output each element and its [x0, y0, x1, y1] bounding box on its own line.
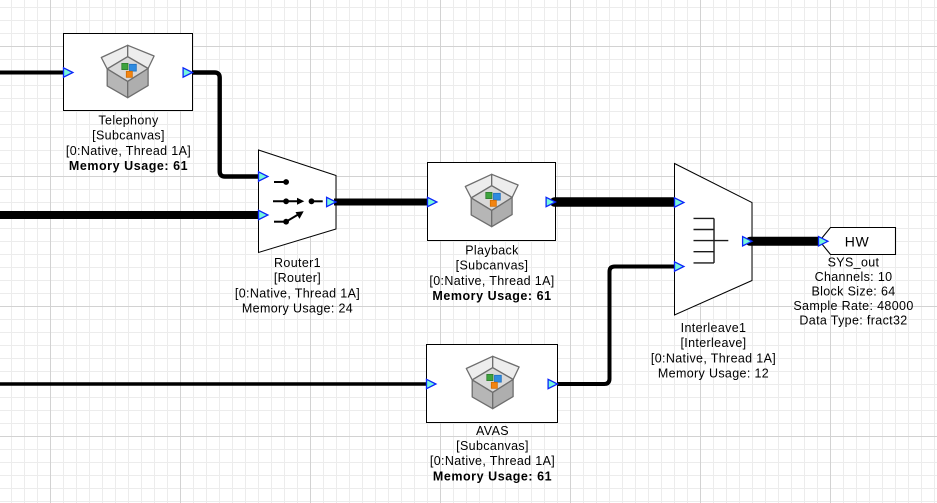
svg-text:[Subcanvas]: [Subcanvas] [456, 259, 529, 273]
svg-text:Sample Rate: 48000: Sample Rate: 48000 [793, 299, 913, 313]
svg-text:Block Size: 64: Block Size: 64 [811, 285, 895, 299]
svg-text:SYS_out: SYS_out [828, 256, 880, 270]
svg-text:Memory Usage: 12: Memory Usage: 12 [658, 366, 769, 380]
svg-text:[0:Native, Thread 1A]: [0:Native, Thread 1A] [651, 351, 776, 365]
svg-text:Memory Usage: 61: Memory Usage: 61 [432, 289, 551, 303]
svg-text:Memory Usage: 61: Memory Usage: 61 [433, 469, 552, 483]
svg-text:[0:Native, Thread 1A]: [0:Native, Thread 1A] [66, 144, 191, 158]
svg-text:[Subcanvas]: [Subcanvas] [456, 439, 529, 453]
svg-text:Router1: Router1 [274, 256, 321, 270]
svg-text:Telephony: Telephony [98, 113, 159, 127]
svg-text:[0:Native, Thread 1A]: [0:Native, Thread 1A] [430, 454, 555, 468]
svg-text:[Router]: [Router] [274, 271, 321, 285]
svg-text:Memory Usage: 24: Memory Usage: 24 [242, 302, 353, 316]
svg-text:Playback: Playback [465, 243, 519, 257]
svg-text:HW: HW [845, 234, 870, 250]
svg-text:Data Type: fract32: Data Type: fract32 [799, 314, 907, 328]
svg-text:[Subcanvas]: [Subcanvas] [92, 129, 165, 143]
svg-text:[0:Native, Thread 1A]: [0:Native, Thread 1A] [235, 286, 360, 300]
svg-text:Memory Usage: 61: Memory Usage: 61 [69, 159, 188, 173]
svg-text:[0:Native, Thread 1A]: [0:Native, Thread 1A] [429, 274, 554, 288]
svg-text:Channels: 10: Channels: 10 [815, 270, 893, 284]
svg-text:AVAS: AVAS [476, 424, 509, 438]
svg-text:Interleave1: Interleave1 [681, 321, 747, 335]
svg-text:[Interleave]: [Interleave] [680, 336, 746, 350]
